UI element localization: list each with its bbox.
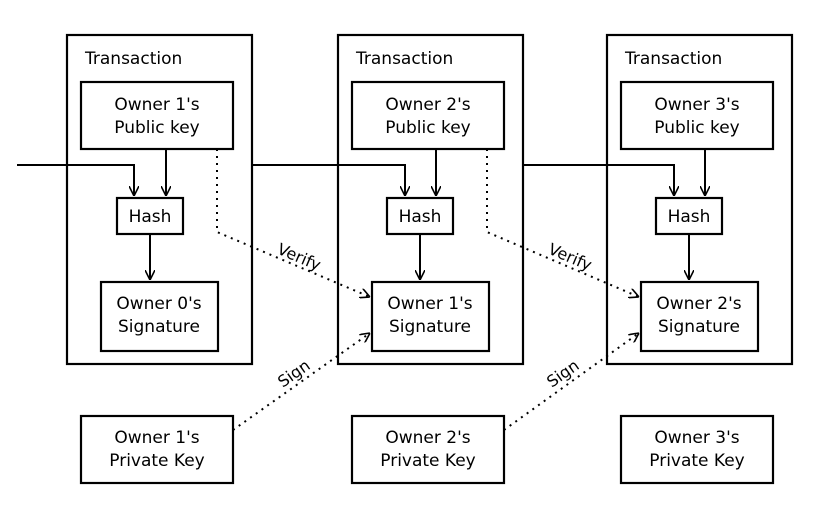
private-key-box-3: Owner 3's Private Key <box>619 414 775 485</box>
private-key-box-1: Owner 1's Private Key <box>79 414 235 485</box>
hash-label: Hash <box>399 207 442 227</box>
sign-arrow-1 <box>232 333 370 431</box>
signature-owner: Owner 2's <box>656 294 741 314</box>
hash-label: Hash <box>129 207 172 227</box>
public-key-box: Owner 2's Public key <box>350 80 506 151</box>
transaction-block-3: Transaction Owner 3's Public key Hash Ow… <box>605 33 794 366</box>
public-key-label: Public key <box>114 118 199 138</box>
hash-box: Hash <box>115 196 185 236</box>
private-key-box-2: Owner 2's Private Key <box>350 414 506 485</box>
transaction-block-1: Transaction Owner 1's Public key Hash Ow… <box>65 33 254 366</box>
public-key-label: Public key <box>654 118 739 138</box>
verify-arrow-2 <box>486 149 639 297</box>
public-key-box: Owner 3's Public key <box>619 80 775 151</box>
verify-label-2: Verify <box>546 239 595 274</box>
sign-label-1: Sign <box>274 356 313 392</box>
transaction-title: Transaction <box>624 49 722 69</box>
private-key-label: Private Key <box>109 451 205 471</box>
private-key-owner: Owner 1's <box>114 428 199 448</box>
signature-box: Owner 0's Signature <box>99 280 220 353</box>
public-key-box: Owner 1's Public key <box>79 80 235 151</box>
signature-owner: Owner 1's <box>387 294 472 314</box>
verify-label-1: Verify <box>275 239 324 274</box>
chain-link-arrow-2 <box>252 164 405 196</box>
private-key-label: Private Key <box>380 451 476 471</box>
private-key-owner: Owner 2's <box>385 428 470 448</box>
signature-label: Signature <box>118 317 200 337</box>
transaction-title: Transaction <box>84 49 182 69</box>
sign-arrow-2 <box>503 333 639 431</box>
verify-arrow-1 <box>216 149 370 297</box>
public-key-owner: Owner 3's <box>654 95 739 115</box>
public-key-owner: Owner 2's <box>385 95 470 115</box>
hash-box: Hash <box>654 196 724 236</box>
transaction-title: Transaction <box>355 49 453 69</box>
chain-link-arrow-1 <box>17 164 134 196</box>
transaction-block-2: Transaction Owner 2's Public key Hash Ow… <box>336 33 525 366</box>
signature-label: Signature <box>389 317 471 337</box>
hash-label: Hash <box>668 207 711 227</box>
sign-label-2: Sign <box>543 356 582 392</box>
signature-label: Signature <box>658 317 740 337</box>
hash-box: Hash <box>385 196 455 236</box>
private-key-owner: Owner 3's <box>654 428 739 448</box>
chain-link-arrow-3 <box>523 164 674 196</box>
signature-box: Owner 2's Signature <box>639 280 760 353</box>
private-key-label: Private Key <box>649 451 745 471</box>
signature-owner: Owner 0's <box>116 294 201 314</box>
public-key-owner: Owner 1's <box>114 95 199 115</box>
signature-box: Owner 1's Signature <box>370 280 491 353</box>
public-key-label: Public key <box>385 118 470 138</box>
